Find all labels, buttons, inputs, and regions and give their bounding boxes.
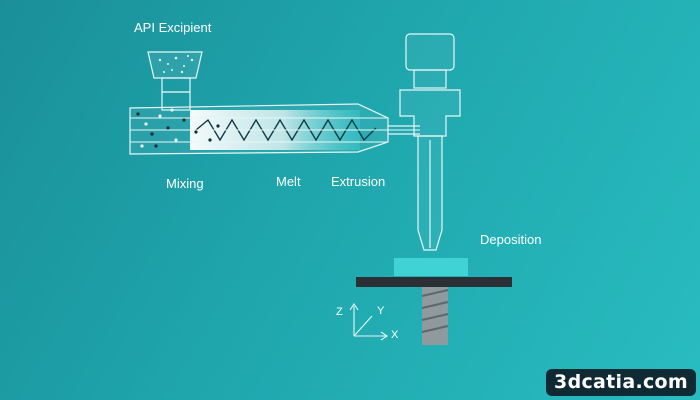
watermark-text: 3dcatia.com [554,371,688,393]
print-head [399,33,461,251]
watermark-badge: 3dcatia.com [546,369,696,396]
deposition-label: Deposition [480,232,542,247]
axes-gizmo [349,303,388,341]
api-excipient-label: API Excipient [134,20,212,35]
axis-y-label: Y [377,305,385,317]
melt-label: Melt [276,174,301,189]
axis-z-label: Z [336,306,343,318]
lead-screw [421,287,449,345]
mixing-label: Mixing [166,176,204,191]
extrusion-pipe [388,125,420,135]
extrusion-label: Extrusion [331,174,386,189]
axis-x-label: X [391,329,399,341]
mixing-particles [136,108,220,148]
deposited-material [394,258,468,276]
hopper [147,51,203,111]
build-plate [356,277,512,287]
hopper-powder [158,55,194,74]
